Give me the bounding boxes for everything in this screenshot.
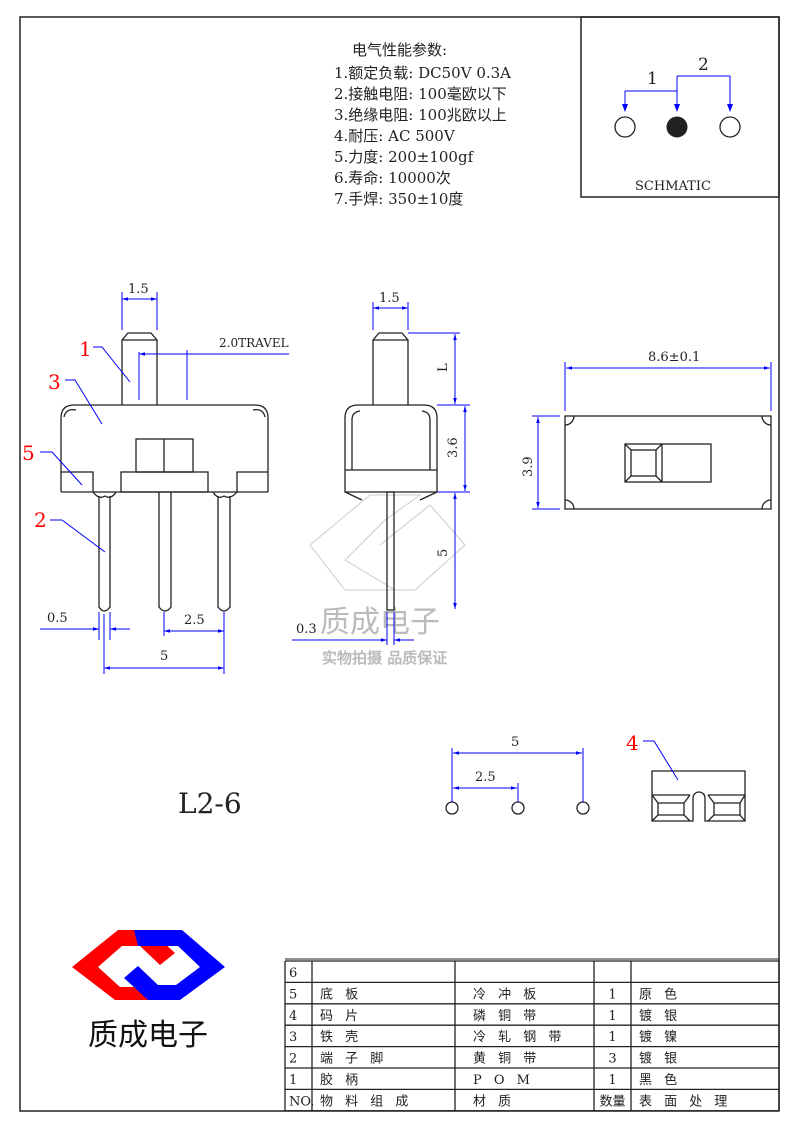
- pin: [98, 496, 111, 612]
- common-terminal-circle: [666, 116, 688, 138]
- dim-body-height: 3.6: [446, 437, 461, 458]
- table-cell: 镀 银: [639, 1008, 681, 1024]
- pin: [386, 491, 395, 611]
- terminal-circle: [614, 116, 636, 138]
- table-cell: 冷 轧 钢 带: [473, 1030, 565, 1045]
- spec-item: 7.手焊: 350±10度: [334, 190, 463, 208]
- table-row: 4 码 片 磷 铜 带 1 镀 银: [289, 1008, 681, 1024]
- watermark: 质成电子 实物拍摄 品质保证: [309, 494, 466, 667]
- table-row: 1 胶 柄 P O M 1 黑 色: [289, 1072, 681, 1088]
- dim-actuator-width: 1.5: [128, 282, 149, 297]
- table-cell: 冷 冲 板: [473, 987, 540, 1002]
- dim-pin-length: 5: [436, 549, 451, 557]
- table-cell: 表 面 处 理: [639, 1094, 731, 1109]
- electrical-specs: 电气性能参数: 1.额定负载: DC50V 0.3A 2.接触电阻: 100毫欧…: [334, 41, 511, 208]
- spec-item: 4.耐压: AC 500V: [334, 127, 456, 145]
- watermark-slogan: 实物拍摄 品质保证: [322, 649, 447, 667]
- spec-item: 6.寿命: 10000次: [334, 169, 451, 187]
- table-row: 6: [289, 966, 297, 981]
- spec-item: 2.接触电阻: 100毫欧以下: [334, 85, 507, 103]
- side-dim-actuator-width: 1.5: [379, 291, 400, 306]
- table-row: 2 端 子 脚 黄 铜 带 3 镀 银: [289, 1051, 681, 1067]
- spec-item: 1.额定负载: DC50V 0.3A: [334, 64, 511, 82]
- callout-3: 3: [48, 370, 61, 394]
- dim-pin-thickness: 0.3: [296, 622, 317, 637]
- table-cell: 1: [608, 1030, 616, 1045]
- table-cell: 3: [608, 1052, 616, 1067]
- table-cell: 镀 银: [639, 1051, 681, 1067]
- callout-1: 1: [79, 337, 92, 361]
- watermark-brand: 质成电子: [320, 605, 440, 640]
- callout-5: 5: [22, 441, 35, 465]
- table-cell: 端 子 脚: [320, 1051, 387, 1067]
- pin: [217, 496, 231, 612]
- callout-4: 4: [626, 731, 639, 755]
- part-4-contact: 4: [626, 731, 746, 822]
- side-view: 1.5 L 3.6 5 0.3: [292, 291, 470, 645]
- table-cell: 磷 铜 带: [473, 1009, 540, 1024]
- footprint-dim-pitch: 2.5: [475, 770, 496, 785]
- table-cell: 1: [289, 1073, 297, 1088]
- dim-pin-pitch: 2.5: [184, 613, 205, 628]
- table-cell: 铁 壳: [320, 1030, 362, 1045]
- dim-pin-width: 0.5: [47, 611, 68, 626]
- pad-hole: [445, 801, 459, 815]
- table-cell: 黄 铜 带: [473, 1052, 540, 1067]
- table-header-row: NO. 物 料 组 成 材 质 数量表 面 处 理: [289, 1094, 731, 1109]
- schematic-box: 1 2 SCHMATIC: [580, 16, 780, 198]
- table-row: 3 铁 壳 冷 轧 钢 带 1 镀 镍: [289, 1029, 681, 1045]
- schematic-pos2: 2: [698, 55, 709, 75]
- pcb-footprint: 5 2.5: [445, 735, 590, 815]
- dim-travel: 2.0TRAVEL: [219, 336, 289, 350]
- table-cell: 数量: [599, 1094, 625, 1109]
- table-cell: 1: [608, 1009, 616, 1024]
- table-cell: 原 色: [639, 986, 681, 1002]
- spec-item: 3.绝缘电阻: 100兆欧以上: [334, 106, 507, 124]
- table-cell: NO.: [289, 1094, 314, 1109]
- callout-2: 2: [34, 508, 47, 532]
- dim-width: 3.9: [521, 456, 536, 477]
- table-cell: 胶 柄: [320, 1072, 362, 1088]
- pad-hole: [576, 801, 590, 815]
- table-cell: 物 料 组 成: [320, 1094, 412, 1109]
- bom-table: 6 5 底 板 冷 冲 板 1 原 色 4 码 片 磷 铜 带 1 镀 银 3 铁 壳 冷 轧 钢 带 1 镀…: [284, 958, 780, 1112]
- company-logo: 质成电子: [72, 930, 225, 1053]
- specs-title: 电气性能参数:: [352, 41, 447, 59]
- spec-item: 5.力度: 200±100gf: [334, 148, 475, 166]
- front-view: 1.5 2.0TRAVEL 0.5 2.5 5 1 3 5 2: [22, 282, 289, 674]
- table-cell: 黑 色: [639, 1072, 681, 1088]
- terminal-circle: [719, 116, 741, 138]
- table-cell: 码 片: [320, 1009, 362, 1024]
- footprint-dim-span: 5: [511, 735, 519, 750]
- schematic-label: SCHMATIC: [635, 179, 711, 194]
- table-cell: 3: [289, 1030, 297, 1045]
- table-cell: 1: [608, 1073, 616, 1088]
- table-cell: 2: [289, 1052, 297, 1067]
- dim-actuator-length: L: [436, 363, 451, 372]
- table-cell: 1: [608, 987, 616, 1002]
- pad-hole: [511, 801, 525, 815]
- model-number: L2-6: [178, 787, 242, 820]
- top-view: 8.6±0.1 3.9: [521, 350, 772, 510]
- dim-pin-span: 5: [160, 649, 168, 664]
- logo-text: 质成电子: [88, 1018, 208, 1053]
- table-row: 5 底 板 冷 冲 板 1 原 色: [289, 986, 681, 1002]
- pin: [158, 492, 172, 612]
- table-cell: 镀 镍: [639, 1029, 681, 1045]
- table-cell: P O M: [473, 1073, 534, 1088]
- schematic-pos1: 1: [647, 69, 658, 89]
- table-cell: 底 板: [320, 986, 362, 1002]
- table-cell: 材 质: [473, 1094, 515, 1109]
- table-cell: 5: [289, 987, 297, 1002]
- table-cell: 6: [289, 966, 297, 981]
- table-cell: 4: [289, 1009, 297, 1024]
- dim-length: 8.6±0.1: [648, 350, 700, 365]
